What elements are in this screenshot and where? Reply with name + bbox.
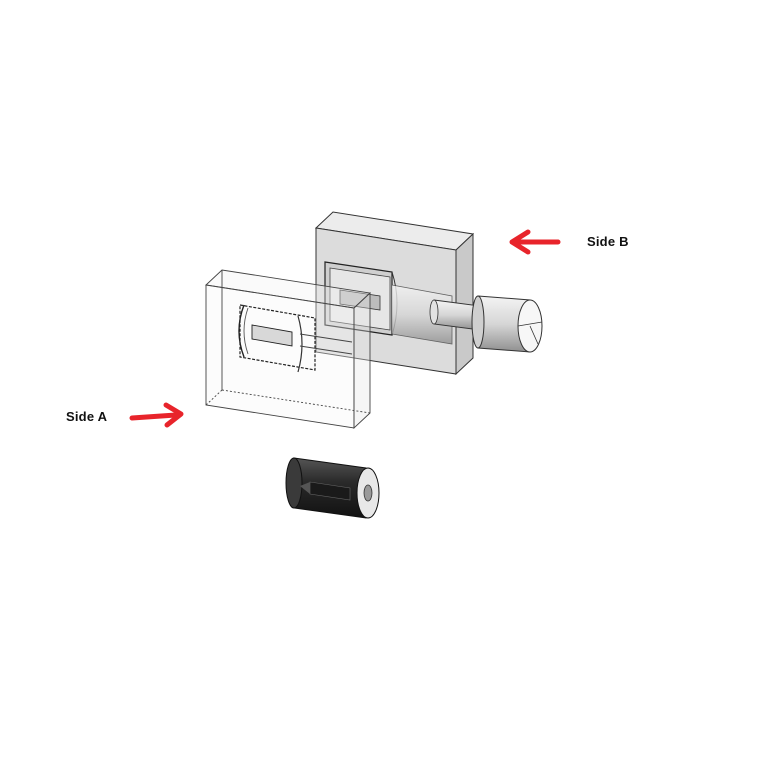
side-b-arrow-icon: [509, 229, 561, 255]
side-a-mold-half: [205, 269, 371, 430]
side-a-label: Side A: [66, 409, 108, 424]
molded-part: [285, 457, 380, 519]
side-a-arrow-icon: [129, 402, 184, 428]
side-b-label: Side B: [587, 234, 629, 249]
side-b-mold-half: [314, 211, 543, 376]
